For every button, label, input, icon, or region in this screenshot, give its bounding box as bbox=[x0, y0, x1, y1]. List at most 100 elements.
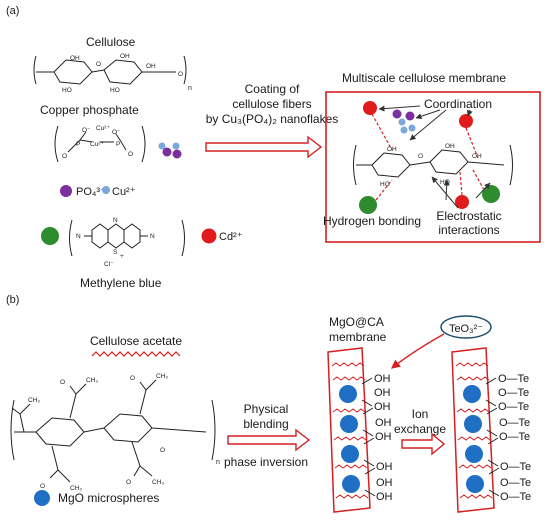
svg-text:+: + bbox=[120, 253, 124, 260]
svg-text:HO: HO bbox=[110, 87, 120, 94]
cp-o-minus-2: O⁻ bbox=[112, 129, 121, 136]
ca-o-bot-2: O bbox=[126, 479, 131, 486]
interaction-dashed-lines bbox=[371, 113, 485, 201]
mgo-microspheres-label: MgO microspheres bbox=[58, 491, 159, 505]
ote-2: O—Te bbox=[498, 401, 529, 413]
svg-text:OH: OH bbox=[146, 63, 156, 70]
membrane-box bbox=[325, 91, 541, 243]
svg-text:HO: HO bbox=[62, 87, 72, 94]
cu-label: Cu²⁺ bbox=[112, 186, 136, 198]
svg-text:OH: OH bbox=[120, 53, 130, 60]
copper-phosphate-particle-icon bbox=[158, 142, 182, 159]
ca-o-top-1: O bbox=[60, 379, 65, 386]
svg-text:HO: HO bbox=[440, 179, 450, 186]
coordination-label: Coordination bbox=[424, 97, 492, 111]
methylene-blue-label: Methylene blue bbox=[80, 276, 162, 290]
ca-ch3-bot-2: CH₃ bbox=[152, 479, 164, 486]
phase-inversion-label: phase inversion bbox=[224, 455, 308, 469]
blending-arrow bbox=[227, 428, 311, 452]
svg-text:N: N bbox=[113, 217, 118, 224]
cd-icon bbox=[201, 228, 217, 244]
ca-ch3-bot-1: CH₃ bbox=[70, 485, 82, 492]
svg-text:HO: HO bbox=[380, 181, 390, 188]
methylene-blue-icon bbox=[41, 227, 59, 245]
oh-8: OH bbox=[376, 477, 393, 489]
po4-label: PO₄³⁻ bbox=[76, 186, 106, 198]
cellulose-acetate-structure: O CH₃ O CH₃ O CH₃ O CH₃ CH₃ O n bbox=[10, 373, 220, 492]
cellulose-label: Cellulose bbox=[86, 35, 136, 49]
teo3-label: TeO₃²⁻ bbox=[449, 323, 483, 335]
mgo-ca-line-1: MgO@CA bbox=[329, 315, 384, 329]
svg-text:O: O bbox=[418, 153, 423, 160]
coordination-particle-cluster bbox=[392, 109, 416, 134]
physical-line-1: Physical bbox=[244, 402, 289, 416]
teo3-arrow bbox=[390, 333, 445, 369]
panel-a-label: (a) bbox=[6, 5, 19, 17]
hydrogen-bonding-label: Hydrogen bonding bbox=[323, 214, 421, 228]
ote-7: O—Te bbox=[499, 417, 530, 429]
cellulose-structure: OH HO O OH HO OH O n bbox=[33, 53, 192, 94]
cp-cu-1: Cu²⁺ bbox=[96, 125, 110, 132]
svg-text:N: N bbox=[150, 233, 155, 240]
ion-exchange-arrow bbox=[401, 432, 446, 456]
ote-6: O—Te bbox=[498, 387, 529, 399]
mb-ion-right bbox=[482, 185, 500, 203]
oh-3: OH bbox=[375, 431, 392, 443]
panel-b-label: (b) bbox=[6, 294, 19, 306]
electrostatic-line-2: interactions bbox=[438, 223, 499, 237]
oh-5: OH bbox=[376, 491, 393, 503]
copper-phosphate-structure: O⁻ Cu²⁺ P O Cu²⁺ O⁻ P O bbox=[54, 125, 146, 163]
cp-o-2: O bbox=[128, 151, 133, 158]
cp-cu-2: Cu²⁺ bbox=[90, 141, 104, 148]
ca-o-right: O bbox=[160, 447, 165, 454]
cellulose-acetate-label: Cellulose acetate bbox=[90, 334, 182, 348]
coating-line-2: cellulose fibers bbox=[232, 97, 311, 111]
cp-p-1: P bbox=[76, 141, 80, 148]
mgo-ca-membrane-strip bbox=[327, 347, 376, 513]
cp-o-minus-1: O⁻ bbox=[82, 127, 91, 134]
cd-ion-top-left bbox=[363, 101, 377, 115]
cu-icon bbox=[102, 186, 110, 194]
methylene-blue-structure: N S + N N Cl⁻ bbox=[69, 217, 185, 268]
chloride-label: Cl⁻ bbox=[104, 261, 114, 268]
coating-line-1: Coating of bbox=[245, 82, 300, 96]
svg-text:OH: OH bbox=[70, 55, 80, 62]
ca-ch3-left: CH₃ bbox=[28, 397, 40, 404]
physical-line-2: blending bbox=[243, 417, 288, 431]
po4-icon bbox=[60, 185, 72, 197]
cd-label: Cd²⁺ bbox=[219, 231, 243, 243]
membrane-cellulose-chain: OH HO O OH HO OH bbox=[353, 143, 513, 188]
ote-8: O—Te bbox=[500, 477, 531, 489]
cd-ion-bottom bbox=[455, 195, 469, 209]
svg-text:O: O bbox=[178, 71, 183, 78]
mgo-ca-line-2: membrane bbox=[329, 330, 387, 344]
oh-4: OH bbox=[376, 461, 393, 473]
oh-2: OH bbox=[374, 401, 391, 413]
ion-exchange-line-1: Ion bbox=[412, 407, 429, 421]
svg-text:OH: OH bbox=[445, 143, 455, 150]
cp-o-1: O bbox=[62, 153, 67, 160]
ca-ch3-top-2: CH₃ bbox=[156, 373, 168, 380]
copper-phosphate-label: Copper phosphate bbox=[40, 103, 139, 117]
ca-ch3-top-1: CH₃ bbox=[86, 377, 98, 384]
cp-p-2: P bbox=[116, 141, 120, 148]
ote-5: O—Te bbox=[500, 491, 531, 503]
svg-text:S: S bbox=[113, 249, 118, 256]
ion-exchange-line-2: exchange bbox=[394, 422, 446, 436]
electrostatic-line-1: Electrostatic bbox=[436, 209, 501, 223]
mb-ion-left bbox=[359, 196, 377, 214]
ote-1: O—Te bbox=[498, 373, 529, 385]
cellulose-acetate-n: n bbox=[216, 459, 220, 466]
membrane-title: Multiscale cellulose membrane bbox=[342, 71, 506, 85]
mgo-icon bbox=[34, 490, 50, 506]
ca-o-bot-1: O bbox=[40, 483, 45, 490]
teo3-bubble bbox=[440, 315, 492, 339]
ca-o-top-2: O bbox=[130, 375, 135, 382]
cellulose-n: n bbox=[188, 85, 192, 92]
oh-7: OH bbox=[375, 417, 392, 429]
cd-ion-top-right bbox=[459, 114, 473, 128]
oh-1: OH bbox=[374, 373, 391, 385]
oh-6: OH bbox=[374, 387, 391, 399]
coating-arrow bbox=[205, 135, 323, 159]
